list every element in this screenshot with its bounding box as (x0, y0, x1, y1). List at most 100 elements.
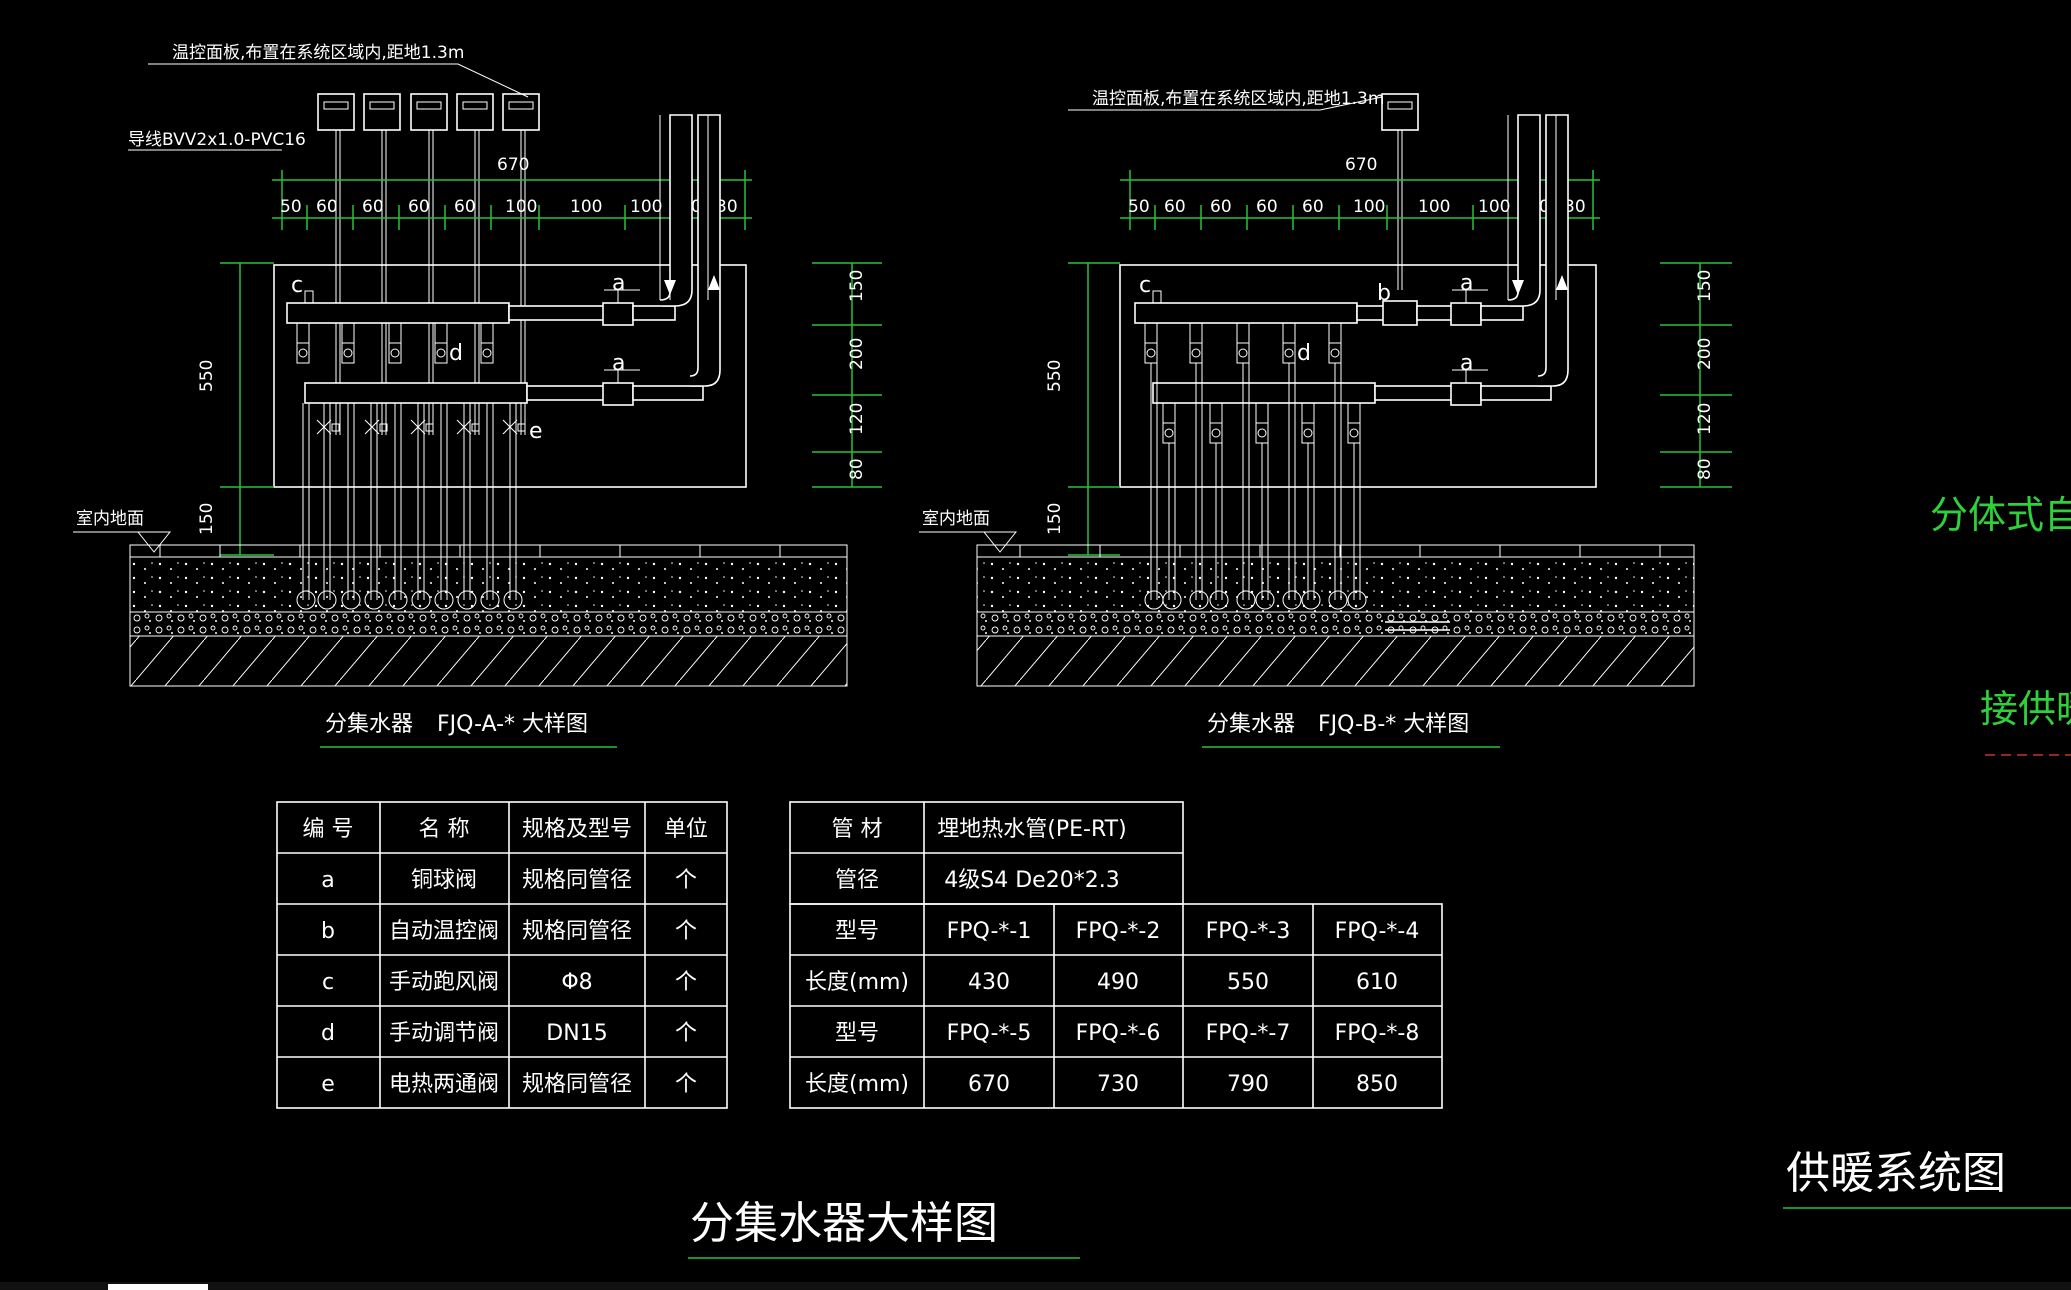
dim-seg: 60 (408, 197, 430, 217)
scroll-bar[interactable] (0, 1282, 2071, 1290)
manifold-detail-a: 温控面板,布置在系统区域内,距地1.3m 导线BVV2x1.0-PVC16 (73, 43, 882, 748)
pipe-length: 430 (968, 970, 1010, 995)
dim-v150r-b: 150 (1695, 270, 1715, 302)
parts-cell: b (321, 919, 335, 944)
supply-branch-valves-b (1144, 322, 1342, 364)
dim-seg: 50 (1128, 197, 1150, 217)
label-a-supply: a (612, 271, 625, 296)
floor-section-a (129, 544, 848, 687)
pipe-model-label: 型号 (835, 1021, 879, 1046)
dim-v550-a: 550 (197, 360, 217, 392)
parts-cell: 个 (675, 868, 697, 893)
parts-cell: 个 (675, 970, 697, 995)
pipe-model: FPQ-*-4 (1335, 919, 1420, 944)
pipe-length-label: 长度(mm) (805, 970, 909, 995)
pipe-length: 610 (1356, 970, 1398, 995)
side-note-green-1: 分体式自动温 (1930, 493, 2071, 537)
dim-seg: 100 (505, 197, 537, 217)
parts-cell: e (321, 1072, 335, 1097)
floor-section-b (976, 544, 1695, 687)
dim-seg: 50 (280, 197, 302, 217)
parts-cell: 规格同管径 (522, 868, 632, 893)
label-c-b: c (1139, 273, 1151, 298)
pipe-length-label: 长度(mm) (805, 1072, 909, 1097)
label-a-return-b: a (1460, 351, 1473, 376)
pipe-length: 730 (1097, 1072, 1139, 1097)
parts-header: 名 称 (419, 817, 470, 842)
thermostat-note-b: 温控面板,布置在系统区域内,距地1.3m (1092, 89, 1384, 109)
parts-header: 单位 (664, 817, 708, 842)
parts-cell: 电热两通阀 (389, 1072, 499, 1097)
label-e: e (529, 419, 543, 444)
parts-cell: 手动调节阀 (389, 1021, 499, 1046)
manifold-detail-b: 温控面板,布置在系统区域内,距地1.3m 670 50 60 60 60 (919, 89, 1732, 748)
thermostat-panel-b (1381, 93, 1419, 290)
parts-cell: d (321, 1021, 335, 1046)
dim-seg: 100 (630, 197, 662, 217)
floor-label-a: 室内地面 (76, 509, 144, 529)
parts-cell: 个 (675, 919, 697, 944)
dim-seg: 100 (1353, 197, 1385, 217)
pipe-model: FPQ-*-1 (947, 919, 1032, 944)
pipe-model: FPQ-*-3 (1206, 919, 1291, 944)
layout-tab[interactable] (108, 1284, 208, 1290)
pipe-model: FPQ-*-7 (1206, 1021, 1291, 1046)
dim-seg: 100 (570, 197, 602, 217)
dim-seg: 60 (454, 197, 476, 217)
pipe-length: 490 (1097, 970, 1139, 995)
dim-v200r-b: 200 (1695, 338, 1715, 370)
dim-seg: 30 (1564, 197, 1586, 217)
parts-cell: 个 (675, 1021, 697, 1046)
pipe-length: 790 (1227, 1072, 1269, 1097)
label-a-return: a (612, 351, 625, 376)
dim-v120r-a: 120 (847, 403, 867, 435)
dim-v150-a: 150 (197, 503, 217, 535)
dim-v120r-b: 120 (1695, 403, 1715, 435)
pipe-diameter-value: 4级S4 De20*2.3 (944, 868, 1119, 893)
side-title: 供暖系统图 (1786, 1148, 2006, 1199)
pipe-table: 管 材 埋地热水管(PE-RT) 管径 4级S4 De20*2.3 型号 FPQ… (789, 801, 1443, 1109)
return-branch-valves-b (1162, 402, 1361, 444)
pipe-length: 850 (1356, 1072, 1398, 1097)
pipe-length: 670 (968, 1072, 1010, 1097)
pipe-material-value: 埋地热水管(PE-RT) (937, 817, 1126, 842)
pipe-model: FPQ-*-6 (1076, 1021, 1161, 1046)
wire-note: 导线BVV2x1.0-PVC16 (128, 130, 306, 150)
side-note-green-2: 接供暖干 (1980, 687, 2071, 731)
label-b: b (1377, 281, 1391, 306)
dim-v200r-a: 200 (847, 338, 867, 370)
label-d: d (449, 341, 463, 366)
parts-cell: 铜球阀 (411, 868, 477, 893)
caption-a-name: 分集水器 (325, 712, 413, 737)
pipe-model: FPQ-*-2 (1076, 919, 1161, 944)
dim-seg: 60 (1256, 197, 1278, 217)
dim-v550-b: 550 (1045, 360, 1065, 392)
parts-cell: Φ8 (561, 970, 592, 995)
dim-seg: 60 (1302, 197, 1324, 217)
pipe-length: 550 (1227, 970, 1269, 995)
parts-cell: 手动跑风阀 (389, 970, 499, 995)
dim-v80r-a: 80 (847, 458, 867, 480)
parts-cell: 规格同管径 (522, 919, 632, 944)
dim-seg: 30 (716, 197, 738, 217)
parts-cell: 自动温控阀 (389, 919, 499, 944)
pipe-material-label: 管 材 (832, 817, 883, 842)
parts-cell: 规格同管径 (522, 1072, 632, 1097)
floor-label-b: 室内地面 (922, 509, 990, 529)
parts-header: 编 号 (303, 817, 354, 842)
label-d-b: d (1297, 341, 1311, 366)
dim-seg: 60 (316, 197, 338, 217)
dim-v150-b: 150 (1045, 503, 1065, 535)
label-a-supply-b: a (1460, 271, 1473, 296)
parts-cell: DN15 (546, 1021, 607, 1046)
caption-b-name: 分集水器 (1207, 712, 1295, 737)
thermostat-note-a: 温控面板,布置在系统区域内,距地1.3m (172, 43, 464, 63)
parts-header: 规格及型号 (522, 817, 632, 842)
dim-seg: 60 (1164, 197, 1186, 217)
dim-v150r-a: 150 (847, 270, 867, 302)
cabinet-b (1119, 264, 1597, 488)
pipe-model-label: 型号 (835, 919, 879, 944)
parts-cell: a (321, 868, 334, 893)
dim-seg: 100 (1478, 197, 1510, 217)
